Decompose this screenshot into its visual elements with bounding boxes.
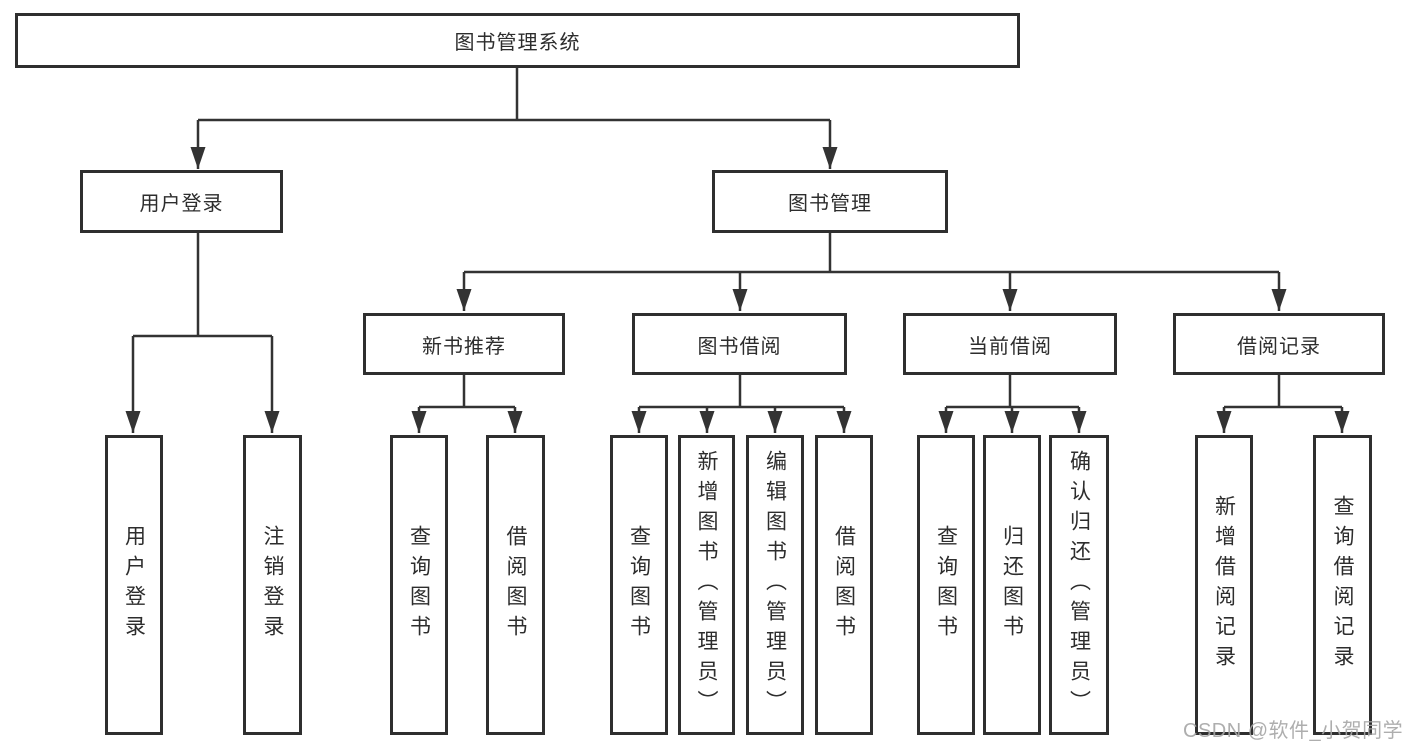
leaf-query-books-borrowing: 查询图书 (610, 435, 668, 735)
leaf-query-books-current: 查询图书 (917, 435, 975, 735)
node-label: 图书管理系统 (454, 32, 581, 54)
node-label: 归还图书 (1000, 525, 1024, 645)
node-label: 查询图书 (934, 525, 958, 645)
node-label: 新增图书（管理员） (695, 450, 718, 720)
leaf-query-books-recommendation: 查询图书 (390, 435, 448, 735)
node-book-borrowing: 图书借阅 (632, 313, 847, 375)
node-label: 编辑图书（管理员） (763, 450, 787, 720)
node-label: 查询借阅记录 (1331, 495, 1354, 675)
node-current-borrowing: 当前借阅 (903, 313, 1117, 375)
leaf-borrow-books-recommendation: 借阅图书 (486, 435, 545, 735)
node-label: 借阅图书 (832, 525, 856, 645)
node-label: 借阅图书 (504, 525, 527, 645)
leaf-user-login: 用户登录 (105, 435, 163, 735)
node-label: 图书借阅 (697, 335, 782, 358)
leaf-borrow-books-borrowing: 借阅图书 (815, 435, 873, 735)
leaf-add-books-admin: 新增图书（管理员） (678, 435, 735, 735)
leaf-add-borrow-record: 新增借阅记录 (1195, 435, 1253, 735)
csdn-watermark: CSDN @软件_小贺同学 (1183, 720, 1404, 742)
node-label: 用户登录 (122, 525, 146, 645)
leaf-edit-books-admin: 编辑图书（管理员） (746, 435, 804, 735)
leaf-confirm-return-admin: 确认归还（管理员） (1049, 435, 1109, 735)
node-label: 注销登录 (261, 525, 284, 645)
node-label: 查询图书 (627, 525, 651, 645)
node-label: 用户登录 (139, 193, 224, 215)
node-label: 新增借阅记录 (1212, 495, 1236, 675)
leaf-logout: 注销登录 (243, 435, 302, 735)
node-label: 图书管理 (788, 193, 872, 215)
node-user-login: 用户登录 (80, 170, 283, 233)
node-library-management-system: 图书管理系统 (15, 13, 1020, 68)
node-label: 当前借阅 (968, 335, 1052, 358)
node-label: 查询图书 (407, 525, 431, 645)
node-book-management: 图书管理 (712, 170, 948, 233)
leaf-return-books: 归还图书 (983, 435, 1041, 735)
node-label: 借阅记录 (1237, 335, 1321, 358)
node-label: 确认归还（管理员） (1067, 450, 1091, 720)
node-new-book-recommendation: 新书推荐 (363, 313, 565, 375)
leaf-query-borrow-record: 查询借阅记录 (1313, 435, 1372, 735)
node-borrowing-records: 借阅记录 (1173, 313, 1385, 375)
node-label: 新书推荐 (422, 335, 506, 358)
